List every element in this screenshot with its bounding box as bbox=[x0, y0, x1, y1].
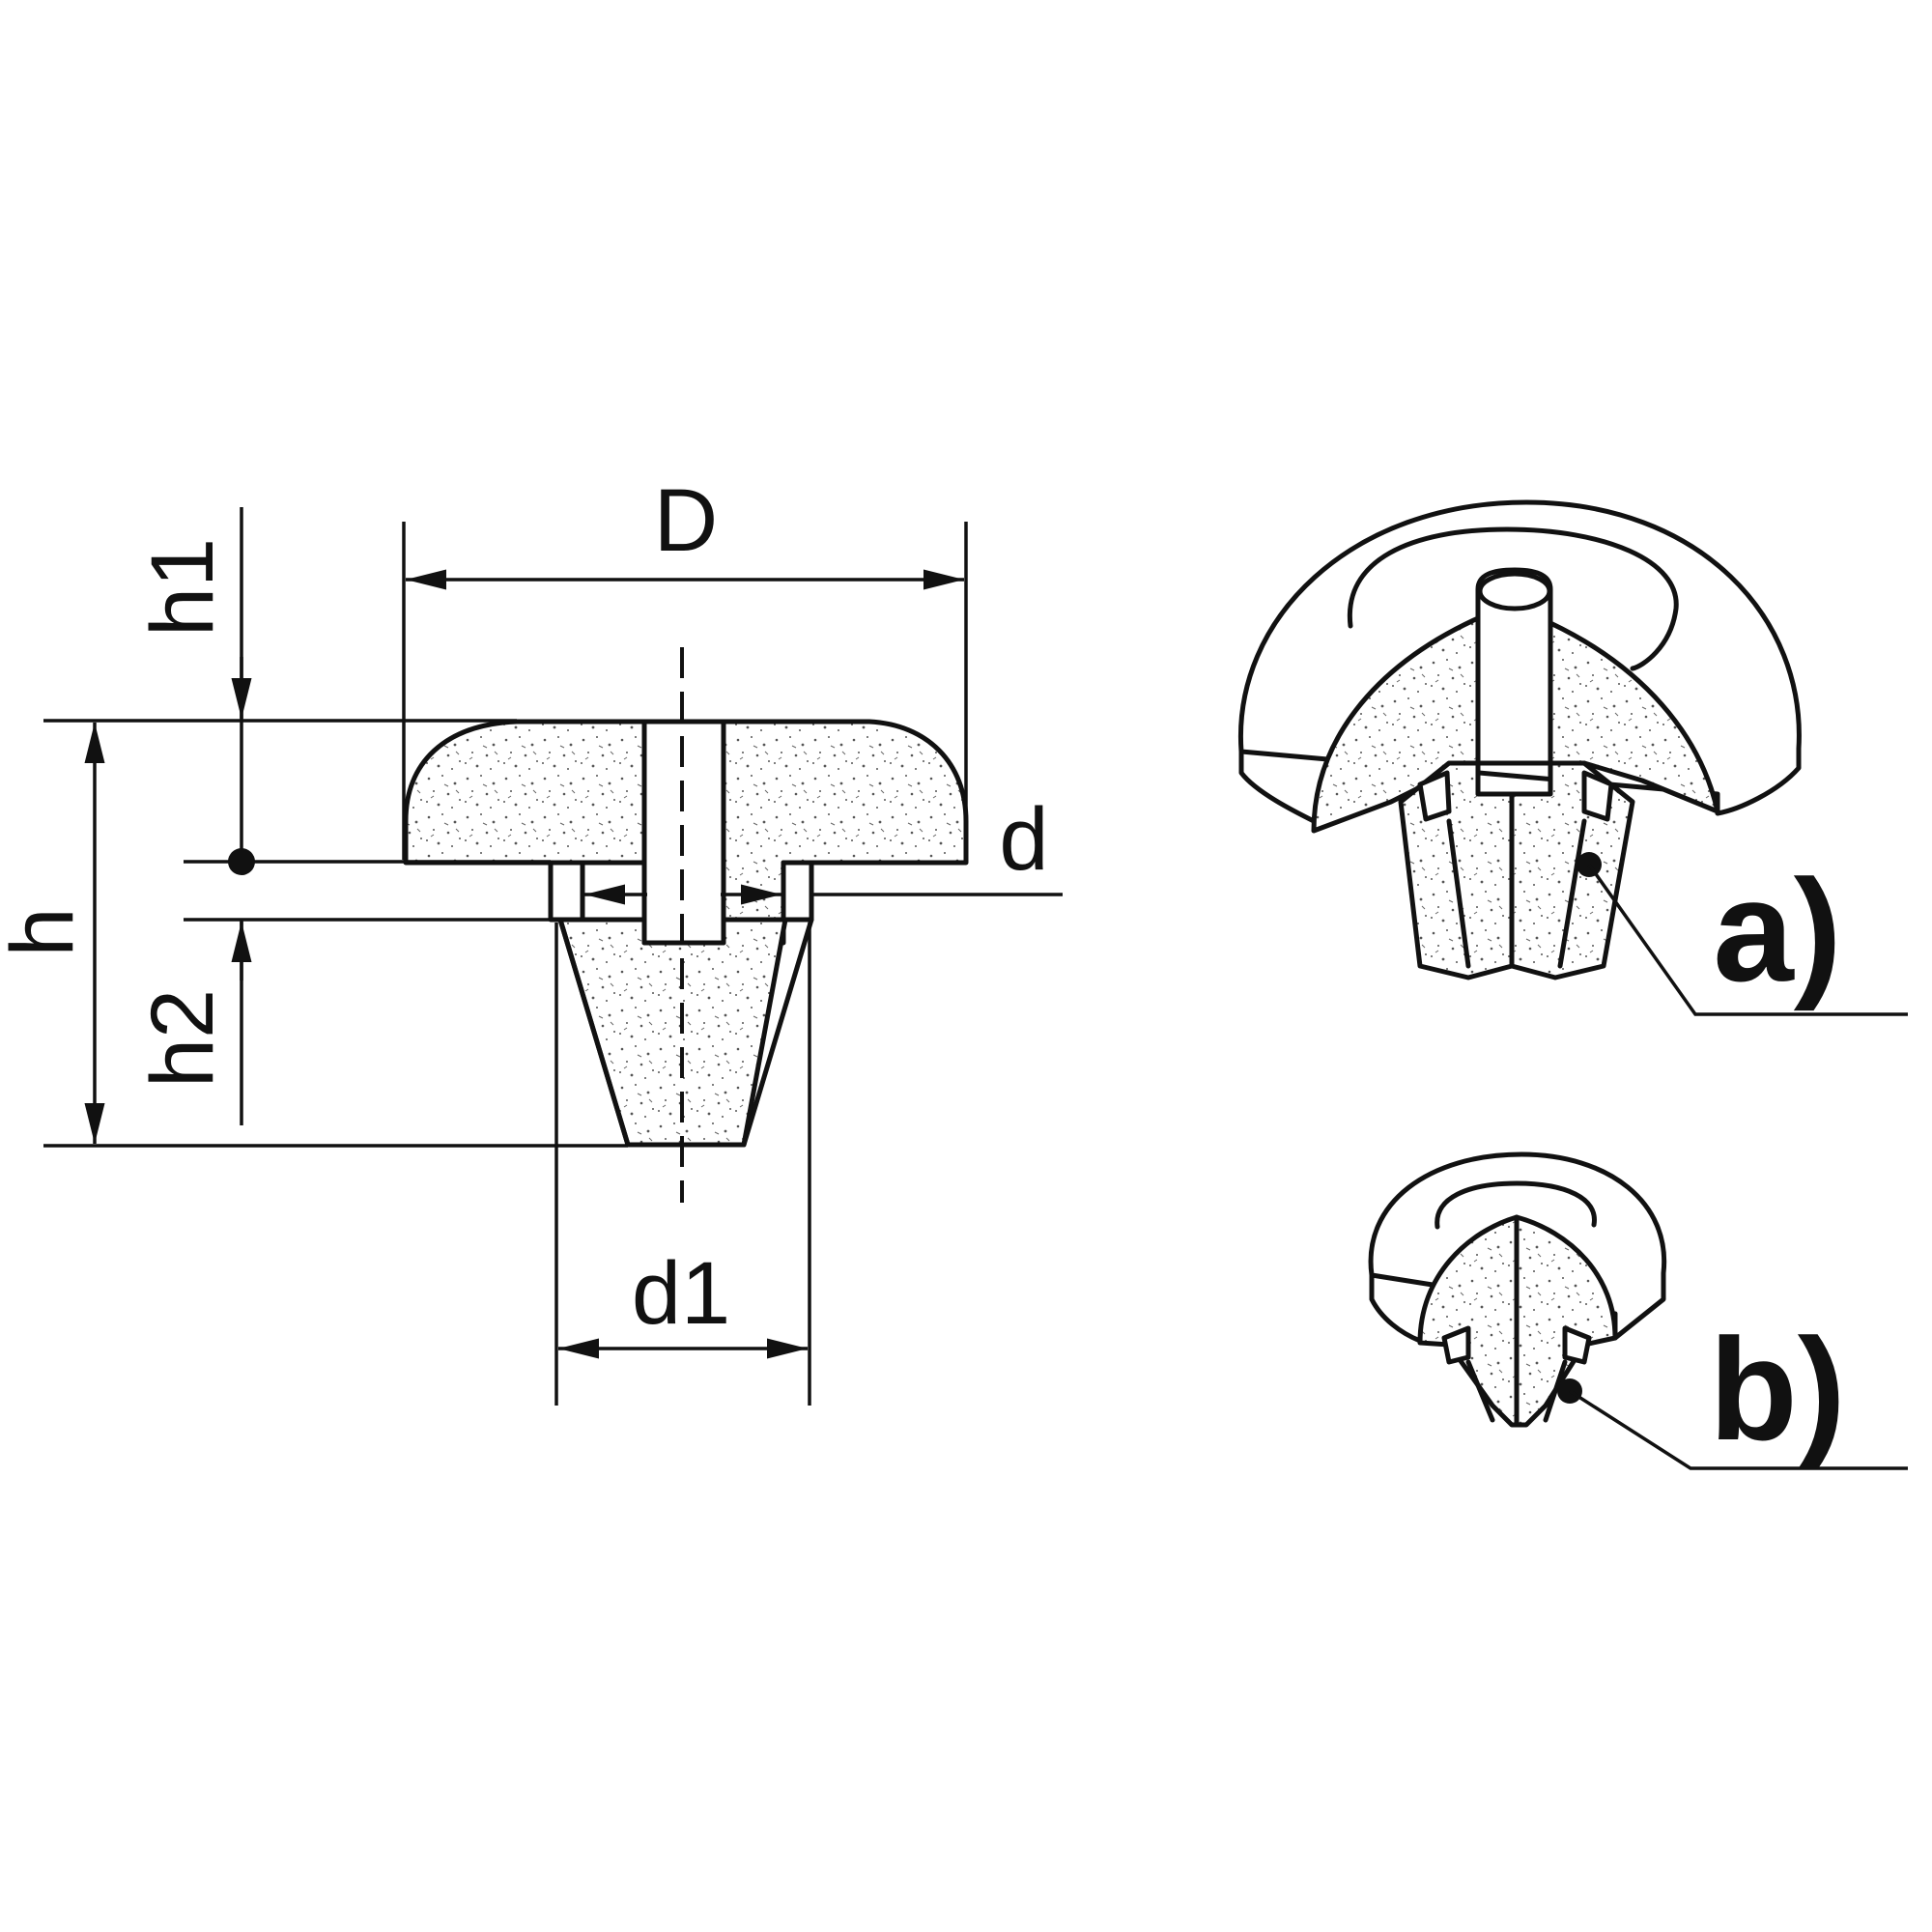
label-D: D bbox=[654, 471, 718, 570]
label-h1: h1 bbox=[133, 538, 232, 637]
label-variant-a: a) bbox=[1713, 849, 1841, 1011]
dimension-lines bbox=[43, 507, 1063, 1406]
variant-b-leader-line bbox=[1569, 1389, 1908, 1470]
label-h2: h2 bbox=[133, 989, 232, 1088]
plug-cross-section bbox=[403, 647, 969, 1203]
label-d: d bbox=[999, 790, 1048, 889]
label-h: h bbox=[0, 907, 92, 956]
variant-a-leader-line bbox=[1587, 863, 1908, 1016]
label-variant-b: b) bbox=[1709, 1308, 1846, 1470]
head-right-half bbox=[721, 719, 969, 946]
junction-dot bbox=[228, 848, 255, 875]
variant-b-perspective bbox=[1368, 1151, 1908, 1470]
label-d1: d1 bbox=[632, 1244, 730, 1343]
variant-a-perspective bbox=[1237, 499, 1908, 1016]
